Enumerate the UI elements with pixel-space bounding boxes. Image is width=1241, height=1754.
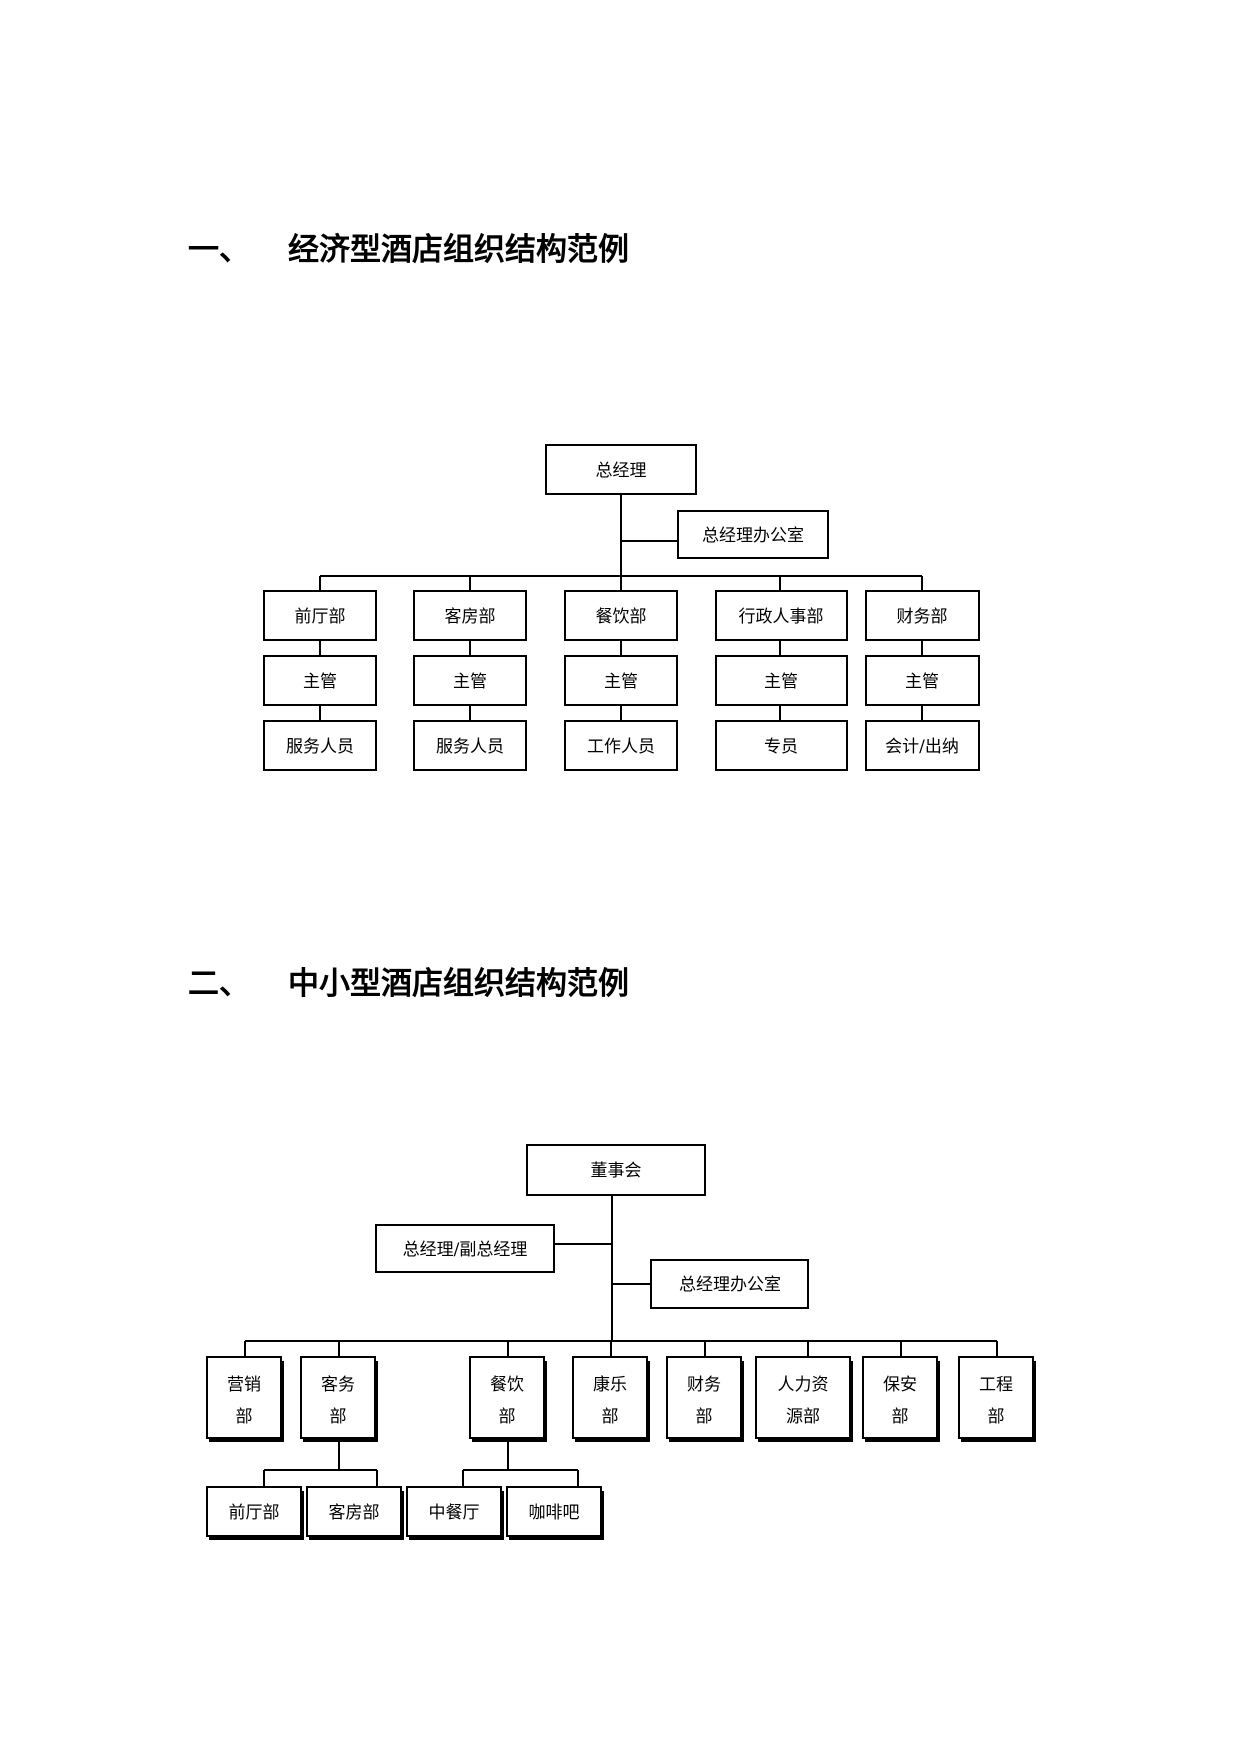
chart2-dept-label-line2: 部 [892,1407,909,1427]
chart1-node-dept-admin-hr: 行政人事部 [715,590,848,641]
section1-heading: 一、 经济型酒店组织结构范例 [188,230,629,270]
chart1-dept-label: 客房部 [445,607,496,627]
chart1-node-supervisor-4: 主管 [715,655,848,706]
chart2-gm-office-label: 总经理办公室 [679,1275,781,1295]
chart2-sub-label: 客房部 [329,1503,380,1523]
chart1-node-dept-housekeeping: 客房部 [413,590,527,641]
chart2-dept-label-line1: 保安 [883,1375,917,1395]
chart1-staff-label: 会计/出纳 [885,737,959,757]
chart1-node-supervisor-3: 主管 [564,655,678,706]
chart1-node-staff-3: 工作人员 [564,720,678,771]
chart1-staff-label: 专员 [764,737,798,757]
chart2-node-sub-housekeeping: 客房部 [306,1486,404,1540]
chart1-dept-label: 行政人事部 [739,607,824,627]
chart2-node-dept-hr: 人力资 源部 [755,1356,853,1442]
chart1-node-supervisor-5: 主管 [865,655,980,706]
section1-title: 经济型酒店组织结构范例 [288,232,629,268]
chart2-dept-label-line1: 人力资 [778,1375,829,1395]
chart2-sub-label: 中餐厅 [429,1503,480,1523]
chart1-dept-label: 餐饮部 [596,607,647,627]
chart2-dept-label-line2: 部 [236,1407,253,1427]
chart2-node-dept-security: 保安 部 [862,1356,940,1442]
chart2-dept-label-line2: 部 [330,1407,347,1427]
chart2-sub-label: 前厅部 [229,1503,280,1523]
chart2-node-dept-guest-services: 客务 部 [300,1356,378,1442]
chart1-node-staff-5: 会计/出纳 [865,720,980,771]
chart1-node-dept-finance: 财务部 [865,590,980,641]
chart2-connectors [244,1195,998,1487]
chart1-staff-label: 服务人员 [436,737,504,757]
chart1-staff-label: 工作人员 [587,737,655,757]
chart2-dept-label-line1: 营销 [227,1375,261,1395]
chart2-dept-label-line1: 餐饮 [490,1375,524,1395]
chart2-node-dept-recreation: 康乐 部 [572,1356,650,1442]
economy-hotel-org-chart: 总经理 总经理办公室 前厅部 客房部 餐饮部 行政人事部 财务部 [263,444,980,771]
section1-number: 一、 [188,232,250,268]
mid-size-hotel-org-chart: 董事会 总经理/副总经理 总经理办公室 营销 部 客务 部 餐饮 [206,1144,1036,1540]
chart2-dept-label-line1: 康乐 [593,1375,627,1395]
chart1-dept-label: 前厅部 [295,607,346,627]
chart1-node-dept-food-beverage: 餐饮部 [564,590,678,641]
chart1-node-gm-office: 总经理办公室 [677,510,829,559]
chart1-node-supervisor-1: 主管 [263,655,377,706]
chart2-node-board: 董事会 [526,1144,706,1196]
section2-title: 中小型酒店组织结构范例 [288,966,629,1002]
chart2-node-dept-engineering: 工程 部 [958,1356,1036,1442]
chart2-node-sub-chinese-restaurant: 中餐厅 [406,1486,504,1540]
chart2-node-dept-food-beverage: 餐饮 部 [469,1356,547,1442]
chart2-dept-label-line1: 客务 [321,1375,355,1395]
chart1-node-staff-2: 服务人员 [413,720,527,771]
chart1-supervisor-label: 主管 [604,672,638,692]
chart2-dept-label-line2: 部 [988,1407,1005,1427]
chart2-gm-vgm-label: 总经理/副总经理 [403,1240,528,1260]
chart1-supervisor-label: 主管 [764,672,798,692]
chart1-supervisor-label: 主管 [453,672,487,692]
chart2-sub-label: 咖啡吧 [529,1503,580,1523]
chart1-node-general-manager: 总经理 [545,444,697,495]
chart1-staff-label: 服务人员 [286,737,354,757]
chart2-dept-label-line2: 部 [696,1407,713,1427]
chart1-supervisor-label: 主管 [303,672,337,692]
chart2-node-gm-vgm: 总经理/副总经理 [375,1224,555,1273]
chart2-node-gm-office: 总经理办公室 [650,1259,809,1309]
chart2-dept-label-line1: 财务 [687,1375,721,1395]
section2-heading: 二、 中小型酒店组织结构范例 [188,964,629,1004]
chart2-node-sub-cafe-bar: 咖啡吧 [506,1486,604,1540]
chart2-dept-label-line2: 部 [602,1407,619,1427]
chart2-node-dept-marketing: 营销 部 [206,1356,284,1442]
chart2-dept-label-line2: 部 [499,1407,516,1427]
chart1-gm-office-label: 总经理办公室 [702,526,804,546]
chart1-general-manager-label: 总经理 [596,461,647,481]
chart1-connectors [319,494,923,721]
chart1-node-staff-1: 服务人员 [263,720,377,771]
chart1-node-dept-front-office: 前厅部 [263,590,377,641]
chart1-supervisor-label: 主管 [905,672,939,692]
chart1-dept-label: 财务部 [897,607,948,627]
section2-number: 二、 [188,966,250,1002]
chart1-node-staff-4: 专员 [715,720,848,771]
chart2-node-dept-finance: 财务 部 [666,1356,744,1442]
chart1-node-supervisor-2: 主管 [413,655,527,706]
chart2-dept-label-line2: 源部 [786,1407,820,1427]
chart2-board-label: 董事会 [591,1161,642,1181]
chart2-dept-label-line1: 工程 [979,1375,1013,1395]
chart2-node-sub-front-office: 前厅部 [206,1486,304,1540]
